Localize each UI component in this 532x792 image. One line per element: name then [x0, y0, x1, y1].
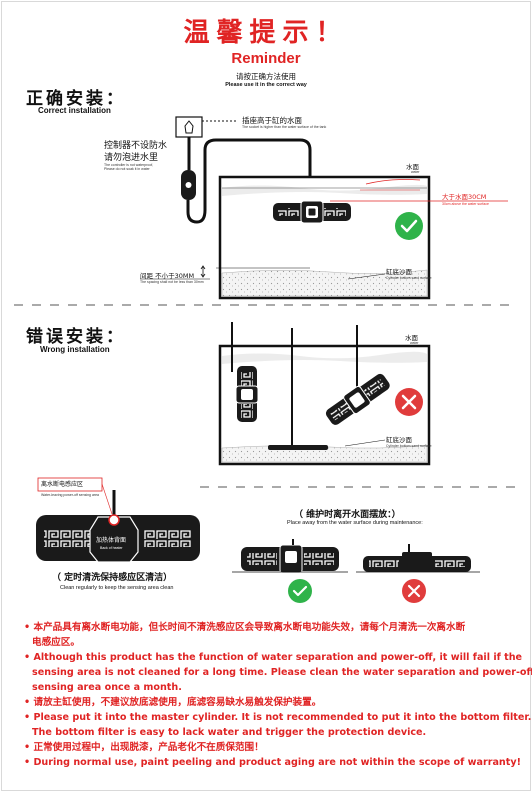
page-title: 温馨提示！: [183, 18, 349, 48]
heater-back-diagram: [36, 477, 200, 563]
note-line: • During normal use, paint peeling and p…: [24, 757, 521, 768]
sensing-area-label: 离水断电感应区: [41, 481, 84, 488]
page-title-en: Reminder: [231, 50, 301, 67]
subtitle: 请按正确方法使用: [236, 72, 296, 81]
note-line: The bottom filter is easy to lack water …: [32, 727, 427, 738]
sensing-area-icon: [108, 514, 120, 526]
clean-regularly-label: （ 定时清洗保持感应区清洁）: [52, 573, 173, 583]
note-line: • Please put it into the master cylinder…: [24, 712, 532, 723]
note-line: sensing area once a month.: [32, 682, 182, 693]
sensing-area-label-en: Water-leaving power-off sensing area: [41, 493, 99, 497]
note-line: 电感应区。: [32, 637, 80, 648]
heater-back-label: 加热体背面: [96, 537, 127, 544]
maintenance-check-icon: [288, 579, 312, 603]
correct-heading: 正确安装：: [26, 89, 126, 109]
above-water-label-en: 30cm above the water surface: [442, 202, 489, 206]
maintenance-title-en: Place away from the water surface during…: [287, 520, 423, 526]
wrong-sand-label: 缸底沙面: [386, 436, 412, 444]
warranty-notes: • 本产品具有离水断电功能，但长时间不清洗感应区会导致离水断电功能失效，请每个月…: [24, 620, 532, 770]
subtitle-en: Please use it in the correct way: [225, 82, 307, 88]
plug-label-en: The socket is higher than the water surf…: [242, 125, 327, 129]
controller-label-1: 控制器不设防水: [104, 141, 168, 151]
heater-back-label-en: Back of heater: [100, 546, 123, 550]
sand-label: 缸底沙面: [386, 268, 412, 276]
wrong-water-label: 水面: [405, 334, 418, 342]
sand-label-en: Cylinder bottom sand surface: [386, 276, 432, 280]
note-line: • 本产品具有离水断电功能，但长时间不清洗感应区会导致离水断电功能失效，请每个月…: [24, 622, 466, 633]
wrong-water-label-en: water: [410, 341, 419, 345]
note-line: sensing area is not cleaned for a long t…: [32, 667, 532, 678]
wrong-heading-en: Wrong installation: [40, 345, 110, 354]
wrong-heading: 错误安装：: [26, 327, 126, 347]
water-level-label: 水面: [406, 163, 419, 171]
clean-regularly-label-en: Clean regularly to keep the sensing area…: [60, 585, 174, 591]
note-line: • 请放主缸使用，不建议放底滤使用，底滤容易缺水易触发保护装置。: [24, 697, 322, 708]
wrong-diagram: [218, 322, 431, 466]
gap-label-en: The spacing shall not be less than 30mm: [140, 280, 204, 284]
socket-icon: [175, 116, 203, 138]
note-line: • Although this product has the function…: [24, 652, 523, 663]
gap-label: 间距 不小于30MM: [140, 272, 195, 280]
controller-label-en-1: The controller is not waterproof,: [104, 163, 154, 167]
correct-heading-en: Correct installation: [38, 106, 111, 115]
controller-label-en-2: Please do not soak it in water: [104, 167, 150, 171]
plug-label: 插座高于缸的水面: [242, 116, 302, 125]
water-level-label-en: water: [411, 170, 420, 174]
correct-diagram: [140, 116, 508, 300]
above-water-label: 大于水面30CM: [442, 193, 487, 201]
maintenance-title: （ 维护时离开水面摆放：）: [294, 510, 401, 520]
note-line: • 正常使用过程中，出现脱漆，产品老化不在质保范围！: [24, 742, 264, 753]
controller-label-2: 请勿泡进水里: [104, 153, 159, 163]
wrong-sand-label-en: Cylinder bottom sand surface: [386, 444, 432, 448]
correct-check-icon: [395, 212, 423, 240]
maintenance-diagram: [232, 539, 480, 603]
